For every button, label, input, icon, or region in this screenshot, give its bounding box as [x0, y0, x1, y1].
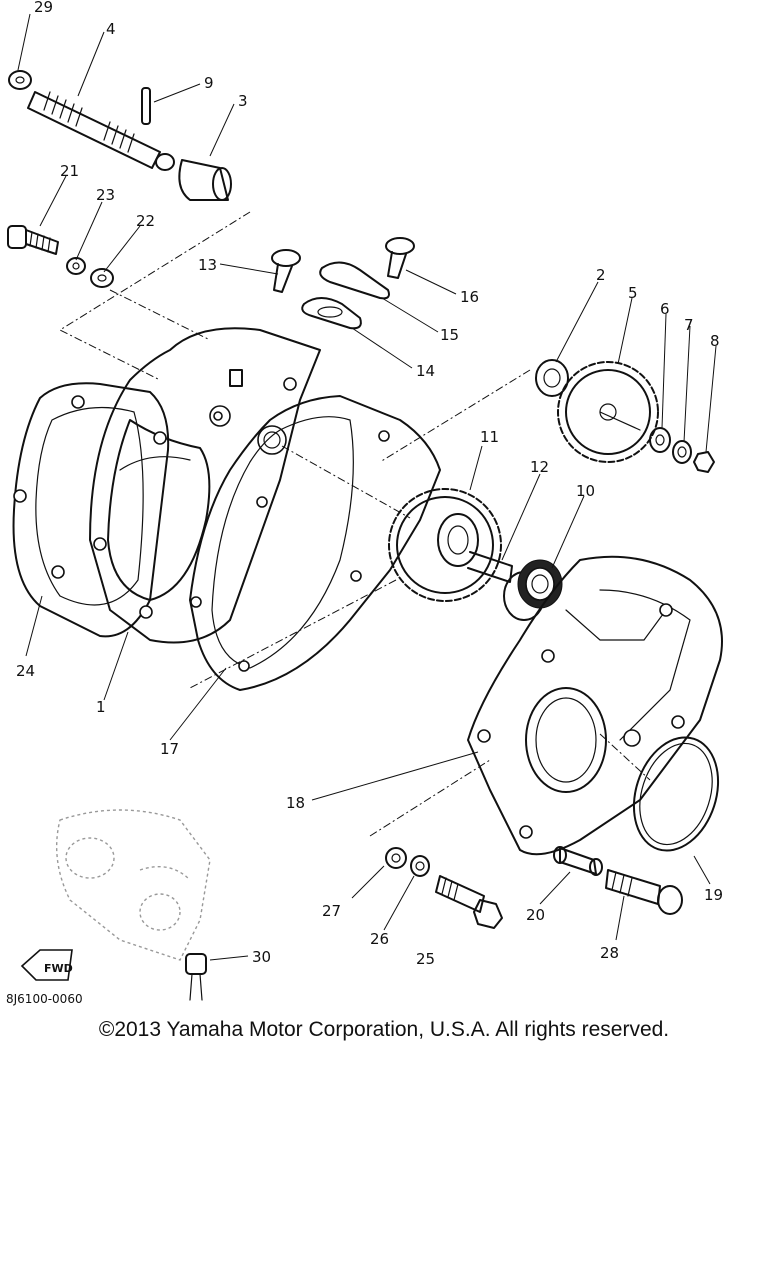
callout-3: 3 — [238, 92, 248, 110]
callout-7: 7 — [684, 316, 694, 334]
callout-16: 16 — [460, 288, 479, 306]
part-6-washer — [649, 427, 671, 453]
copyright-notice: ©2013 Yamaha Motor Corporation, U.S.A. A… — [98, 1018, 670, 1041]
part-27-washer — [385, 847, 407, 869]
callout-17: 17 — [160, 740, 179, 758]
callout-29: 29 — [34, 0, 53, 16]
callout-27: 27 — [322, 902, 341, 920]
callout-24: 24 — [16, 662, 35, 680]
callout-8: 8 — [710, 332, 720, 350]
part-29-washer — [8, 70, 32, 90]
part-26-washer — [410, 855, 430, 877]
part-10-bearing — [503, 559, 563, 621]
parts-diagram: FWD — [7, 0, 723, 1001]
part-28-bolt — [605, 869, 683, 915]
callout-labels: 29 4 9 3 21 23 22 13 16 15 14 2 5 6 7 8 … — [16, 0, 723, 968]
part-18-cover — [467, 555, 723, 856]
part-16-screw — [385, 237, 415, 279]
callout-2: 2 — [596, 266, 606, 284]
part-11-gear — [388, 488, 502, 602]
fwd-indicator: FWD — [20, 949, 73, 981]
callout-12: 12 — [530, 458, 549, 476]
callout-19: 19 — [704, 886, 723, 904]
part-1-housing — [89, 327, 321, 644]
diagram-code: 8J6100-0060 — [6, 992, 83, 1006]
callout-26: 26 — [370, 930, 389, 948]
callout-22: 22 — [136, 212, 155, 230]
part-7-washer — [672, 440, 692, 464]
callout-28: 28 — [600, 944, 619, 962]
part-24-gasket — [12, 382, 170, 638]
callout-30: 30 — [252, 948, 271, 966]
callout-10: 10 — [576, 482, 595, 500]
callout-20: 20 — [526, 906, 545, 924]
part-17-gasket — [189, 395, 441, 691]
callout-18: 18 — [286, 794, 305, 812]
part-25-bolt — [435, 875, 503, 929]
part-4-shaft — [27, 91, 175, 171]
callout-13: 13 — [198, 256, 217, 274]
part-13-screw — [271, 249, 301, 293]
part-21-bolt — [7, 225, 59, 255]
part-19-o-ring — [632, 736, 720, 852]
callout-4: 4 — [106, 20, 116, 38]
fwd-label: FWD — [44, 962, 73, 975]
callout-9: 9 — [204, 74, 214, 92]
part-23-washer — [66, 257, 86, 275]
callout-23: 23 — [96, 186, 115, 204]
part-5-gear — [557, 361, 659, 463]
callout-5: 5 — [628, 284, 638, 302]
part-12-shaft — [467, 551, 513, 583]
callout-21: 21 — [60, 162, 79, 180]
ghosted-engine-block — [56, 809, 211, 961]
part-3-bushing — [178, 159, 232, 201]
part-2-bearing — [535, 359, 569, 397]
callout-25: 25 — [416, 950, 435, 968]
callout-14: 14 — [416, 362, 435, 380]
callout-6: 6 — [660, 300, 670, 318]
part-22-washer — [90, 268, 114, 288]
part-20-collar — [553, 846, 603, 876]
part-9-pin — [141, 87, 151, 125]
callout-15: 15 — [440, 326, 459, 344]
part-8-nut — [693, 451, 715, 473]
part-14-plate — [301, 297, 362, 330]
part-15-plate — [319, 261, 390, 300]
callout-1: 1 — [96, 698, 106, 716]
part-30-fitting — [185, 953, 207, 1001]
callout-11: 11 — [480, 428, 499, 446]
leader-lines — [17, 13, 717, 961]
